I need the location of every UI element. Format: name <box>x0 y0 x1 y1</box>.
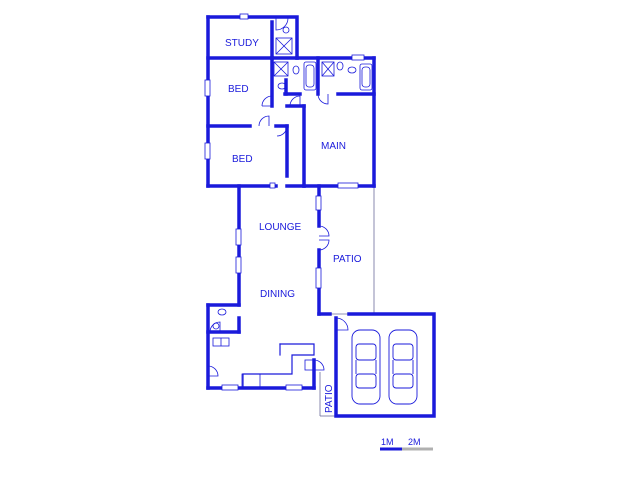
window <box>235 228 242 246</box>
door <box>318 239 330 251</box>
room-label-bed-bottom: BED <box>232 154 253 165</box>
window <box>204 79 211 97</box>
patio-outline <box>319 186 375 417</box>
door <box>275 17 289 31</box>
toilet <box>292 65 300 75</box>
scale-label-1m: 1M <box>381 437 394 447</box>
room-label-lounge: LOUNGE <box>259 222 302 233</box>
window <box>315 195 322 211</box>
room-label-patio-right: PATIO <box>333 254 362 265</box>
basin <box>277 82 287 90</box>
door <box>207 365 219 377</box>
door <box>318 225 330 237</box>
door <box>258 115 270 127</box>
door <box>313 359 325 371</box>
room-label-patio-bottom: PATIO <box>324 384 335 413</box>
door <box>335 317 349 331</box>
shower <box>321 61 335 77</box>
room-label-study: STUDY <box>225 38 259 49</box>
basin <box>212 322 220 330</box>
window <box>239 13 249 20</box>
shower <box>273 61 289 77</box>
car <box>388 329 418 405</box>
toilet <box>336 61 344 71</box>
window <box>351 54 365 61</box>
shower <box>275 37 293 55</box>
car <box>351 329 381 405</box>
toilet <box>282 26 290 34</box>
fixtures <box>212 26 373 389</box>
basin <box>347 66 357 74</box>
walls <box>206 15 436 418</box>
window <box>315 267 322 289</box>
windows <box>204 13 365 391</box>
window <box>285 384 303 391</box>
room-label-bed-top: BED <box>228 84 249 95</box>
door <box>261 95 273 107</box>
bathtub <box>359 63 373 91</box>
window <box>235 256 242 274</box>
door <box>276 125 288 137</box>
window <box>204 142 211 160</box>
window <box>221 384 239 391</box>
room-label-dining: DINING <box>260 289 295 300</box>
stove <box>304 359 315 371</box>
door <box>289 95 301 107</box>
doors <box>207 17 349 377</box>
toilet <box>217 308 227 316</box>
scale-bar: 1M 2M <box>380 437 433 451</box>
door <box>317 93 329 105</box>
window <box>269 182 276 189</box>
scale-label-2m: 2M <box>408 437 421 447</box>
bathtub <box>303 61 317 91</box>
room-label-main: MAIN <box>321 141 346 152</box>
window <box>337 182 359 189</box>
